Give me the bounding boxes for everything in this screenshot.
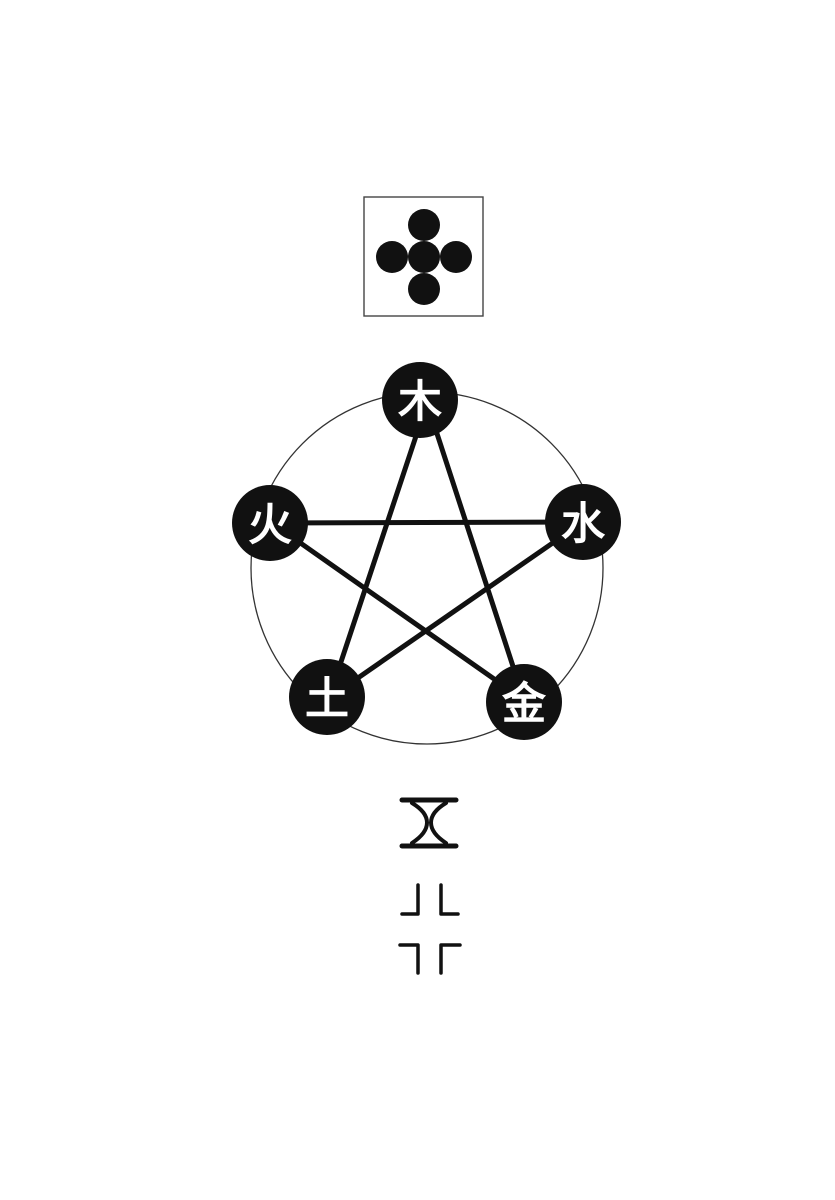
star-line-earth-water [326,519,586,701]
element-disc-wood [382,362,458,438]
star-line-water-fire [269,519,586,526]
emblem-dot-right [440,241,472,273]
emblem-dot-center [408,241,440,273]
emblem-dot-bottom [408,273,440,305]
element-disc-earth [289,659,365,735]
numeral-right-stroke [429,801,448,845]
element-disc-fire [232,485,308,561]
element-label-wood: 木 [398,377,442,428]
five-numeral-glyph-icon [399,797,459,849]
numeral-left-stroke [410,801,429,845]
star-line-fire-metal [269,520,527,703]
star-line-metal-wood [424,400,527,703]
element-label-earth: 土 [305,674,349,725]
quadrant-corner-marks-icon [398,883,462,975]
element-label-water: 水 [561,499,606,550]
corner-mark-bottom-left [398,943,420,975]
star-line-wood-earth [326,400,430,701]
corner-mark-top-right [439,883,460,916]
element-node-wood: 木 [382,362,458,438]
element-label-fire: 火 [248,500,292,551]
emblem-dot-left [376,241,408,273]
emblem-frame [363,196,484,317]
corner-mark-top-left [400,883,420,916]
star-lines [269,400,586,703]
element-label-metal: 金 [501,679,547,730]
element-node-earth: 土 [289,659,365,735]
five-dots-cross-crest-icon [376,209,472,305]
corner-mark-bottom-right [439,943,462,975]
emblem-dot-top [408,209,440,241]
emblem [363,196,484,317]
element-node-metal: 金 [486,664,562,740]
element-node-fire: 火 [232,485,308,561]
element-disc-metal [486,664,562,740]
element-node-water: 水 [545,484,621,560]
wuxing-diagram: 木 水 金 土 火 [232,362,621,745]
element-disc-water [545,484,621,560]
